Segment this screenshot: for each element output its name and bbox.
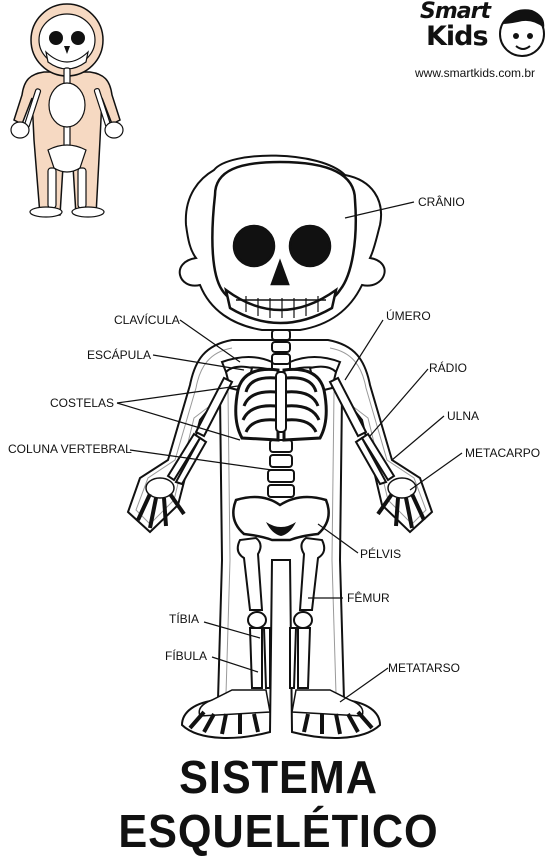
- bone-labels: CRÂNIO CLAVÍCULA ÚMERO ESCÁPULA RÁDIO CO…: [8, 194, 540, 675]
- label-ulna: ULNA: [447, 409, 479, 423]
- body-inner-outline: [135, 347, 427, 695]
- spine: [267, 329, 295, 498]
- label-escapula: ESCÁPULA: [87, 347, 151, 362]
- label-fibula: FÍBULA: [165, 648, 207, 663]
- website-url: www.smartkids.com.br: [415, 66, 536, 80]
- feet: [188, 689, 374, 735]
- brand-logo-line2: Kids: [426, 21, 489, 52]
- label-costelas: COSTELAS: [50, 396, 114, 410]
- brand-logo-line1: Smart: [420, 0, 491, 24]
- mascot-face-icon: [499, 9, 545, 57]
- pelvis-opening: [266, 522, 296, 536]
- label-metacarpo: METACARPO: [465, 446, 540, 460]
- body-outline: [126, 154, 434, 739]
- page-title: SISTEMA ESQUELÉTICO: [118, 751, 439, 857]
- label-radio: RÁDIO: [429, 360, 467, 375]
- thumbnail-skeleton: [10, 3, 124, 218]
- label-pelvis: PÉLVIS: [360, 546, 401, 561]
- label-umero: ÚMERO: [386, 308, 431, 323]
- thumbnail-bones: [10, 13, 124, 218]
- legs: [236, 536, 326, 689]
- skeleton-diagram: CRÂNIO CLAVÍCULA ÚMERO ESCÁPULA RÁDIO CO…: [8, 154, 540, 739]
- leader-lines: [116, 201, 463, 703]
- label-clavicula: CLAVÍCULA: [114, 312, 180, 327]
- ribcage: [234, 367, 328, 442]
- thumbnail-face: [49, 31, 85, 54]
- coloring-page: Smart Kids www.smartkids.com.br: [8, 0, 545, 857]
- label-coluna: COLUNA VERTEBRAL: [8, 442, 132, 456]
- label-tibia: TÍBIA: [169, 611, 199, 626]
- pelvis: [232, 495, 330, 542]
- label-metatarso: METATARSO: [388, 661, 460, 675]
- skull: [211, 160, 357, 325]
- label-femur: FÊMUR: [347, 590, 390, 605]
- hands: [136, 477, 426, 529]
- label-cranio: CRÂNIO: [418, 194, 465, 209]
